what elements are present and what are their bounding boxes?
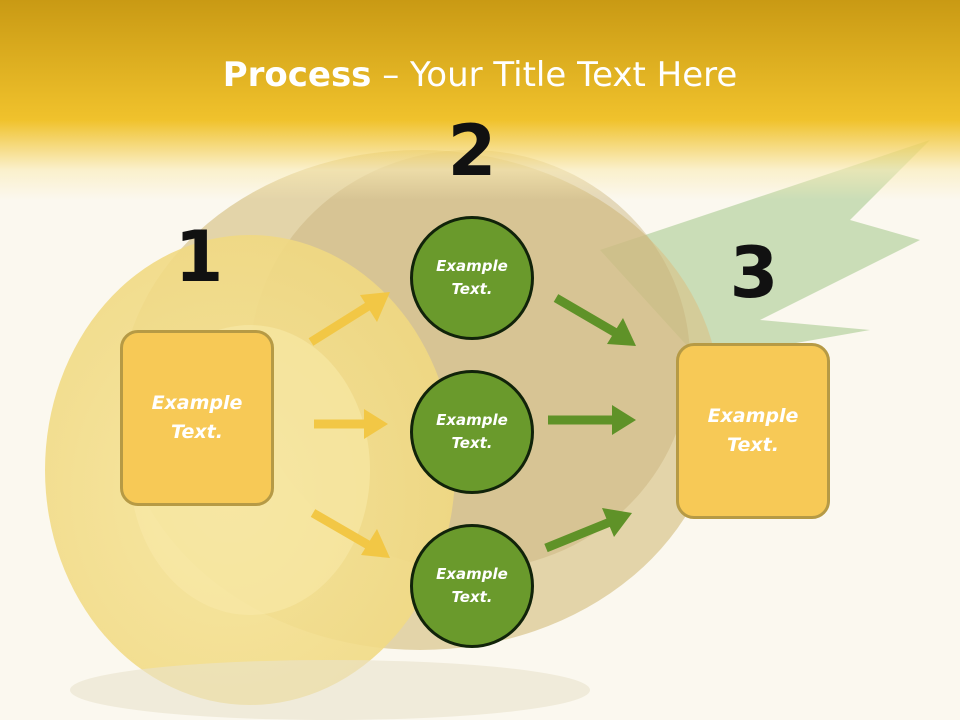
title-bold: Process <box>222 55 372 95</box>
step-number-1: 1 <box>174 216 224 298</box>
circle-middle-text: Example Text. <box>436 411 508 452</box>
yellow-arrow-up <box>308 292 390 346</box>
green-arrow-down <box>553 294 636 346</box>
circle-bottom-text: Example Text. <box>436 565 508 606</box>
step-3-text: Example Text. <box>707 405 799 456</box>
step-2-circle-top: Example Text. <box>410 216 534 340</box>
yellow-arrow-down <box>310 509 390 558</box>
title-rest: – Your Title Text Here <box>371 55 738 95</box>
step-2-circle-bottom: Example Text. <box>410 524 534 648</box>
slide-title: Process – Your Title Text Here <box>0 54 960 96</box>
header-band <box>0 0 960 200</box>
green-arrow-right <box>548 405 636 435</box>
step-number-2: 2 <box>447 110 497 192</box>
step-2-circle-middle: Example Text. <box>410 370 534 494</box>
circle-top-text: Example Text. <box>436 257 508 298</box>
yellow-arrow-right <box>314 409 388 439</box>
step-3-box: Example Text. <box>676 343 830 519</box>
step-1-box: Example Text. <box>120 330 274 506</box>
step-number-3: 3 <box>729 232 779 314</box>
green-arrow-up <box>544 508 632 553</box>
step-1-text: Example Text. <box>151 392 243 443</box>
